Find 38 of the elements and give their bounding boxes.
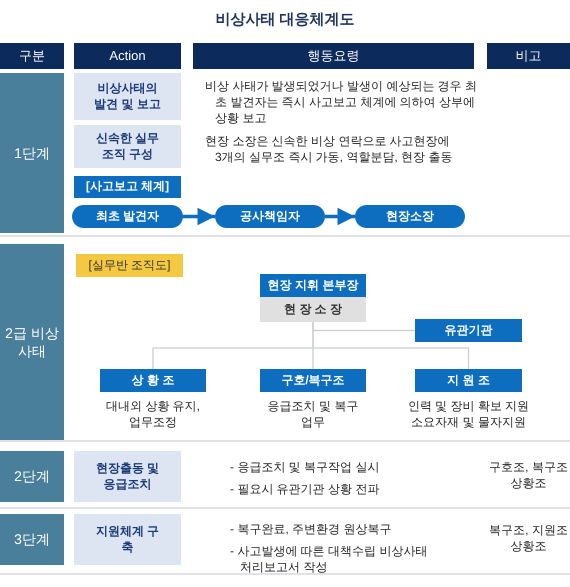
caption-text: 인력 및 장비 확보 지원 소요자재 및 물자지원: [406, 398, 530, 430]
note-text: 구호조, 복구조 상황조: [488, 459, 569, 492]
process-pill: 최초 발견자: [72, 205, 183, 228]
stage-band: 2단계: [0, 451, 64, 502]
caption-text: 응급조치 및 복구업무: [266, 398, 360, 430]
section-tag: [사고보고 체계]: [74, 176, 181, 198]
connector-line: [312, 322, 470, 369]
caption-text: 대내외 상황 유지, 업무조정: [104, 398, 201, 430]
note-text: 복구조, 지원조 상황조: [488, 522, 569, 554]
diagram-title: 비상사태 대응체계도: [214, 10, 356, 29]
column-header: 비고: [487, 43, 570, 69]
action-box: 비상사태의 발견 및 보고: [74, 73, 181, 120]
org-box: 현장 지휘 본부장: [260, 274, 366, 297]
column-header: 행동요령: [193, 43, 474, 69]
note-text: 비상 사태가 발생되었거나 발생이 예상되는 경우 최초 발견자는 즉시 사고보고 체계에 의하여 상부에 상황 보고: [205, 78, 478, 127]
stage-band: 1단계: [0, 73, 64, 233]
process-pill: 공사책임자: [215, 205, 325, 228]
stage-band: 3단계: [0, 514, 64, 565]
column-header: Action: [74, 43, 181, 69]
action-box: 현장출동 및 응급조치: [74, 451, 181, 502]
org-box: 유관기관: [415, 319, 522, 342]
stage-band: 2급 비상 사태: [0, 244, 64, 440]
action-box: 신속한 실무 조직 구성: [74, 125, 181, 168]
org-box: 상 황 조: [100, 369, 206, 392]
process-pill: 현장소장: [355, 205, 465, 228]
column-header: 구분: [0, 43, 64, 69]
note-text: 현장 소장은 신속한 비상 연락으로 사고현장에 3개의 실무조 즉시 가동, 역할분담, 현장 출동: [205, 133, 454, 166]
action-box: 지원체계 구축: [74, 514, 181, 565]
note-text: - 필요시 유관기관 상황 전파: [230, 481, 380, 498]
note-text: - 복구완료, 주변환경 원상복구: [230, 521, 392, 538]
org-box: 구호/복구조: [260, 369, 366, 392]
note-text: - 응급조치 및 복구작업 실시: [230, 459, 380, 476]
arrow: [325, 208, 355, 226]
note-text: - 사고발생에 따른 대책수립 비상사태 처리보고서 작성: [230, 543, 428, 576]
arrow: [183, 208, 215, 226]
org-box: 지 원 조: [415, 369, 522, 392]
org-box: 현 장 소 장: [260, 297, 366, 322]
section-tag: [실무반 조직도]: [76, 254, 183, 277]
